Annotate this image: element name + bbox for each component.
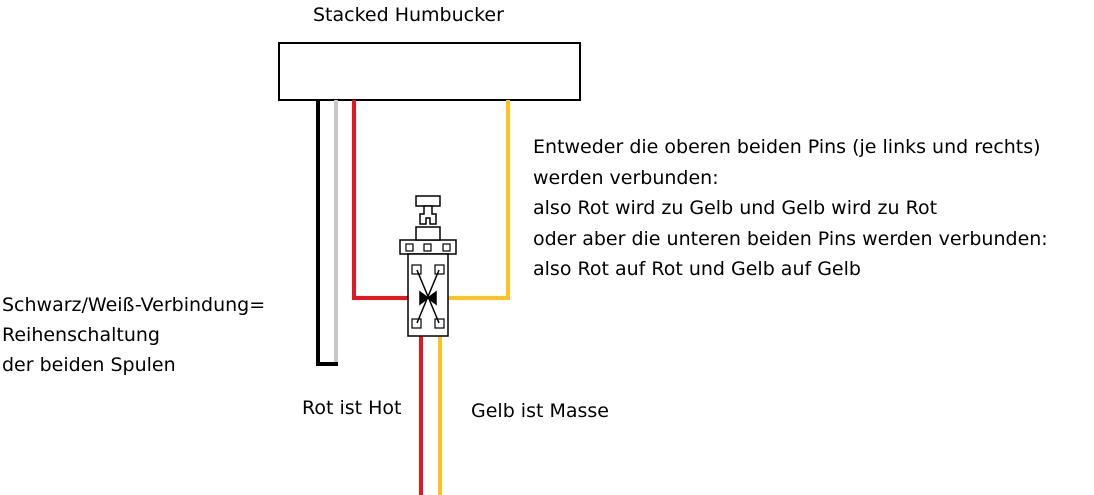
red-wire-pickup xyxy=(352,100,418,300)
note-line: also Rot auf Rot und Gelb auf Gelb xyxy=(533,258,861,280)
black-wire xyxy=(316,100,338,366)
humbucker-body xyxy=(278,42,581,101)
lug-bottom-right xyxy=(434,318,445,329)
series-label-line: Schwarz/Weiß-Verbindung= xyxy=(2,294,266,316)
switching-note: Entweder die oberen beiden Pins (je link… xyxy=(533,132,1048,285)
lug-top-left xyxy=(411,264,422,275)
bushing-pins xyxy=(405,243,451,252)
switch-nut xyxy=(415,226,441,241)
lug-top-right xyxy=(434,264,445,275)
note-line: werden verbunden: xyxy=(533,166,719,189)
switch-shaft xyxy=(419,205,437,225)
switch-lugs xyxy=(411,264,445,329)
switch-cross-wiring xyxy=(416,269,440,324)
push-pull-switch xyxy=(399,195,457,337)
ground-label: Gelb ist Masse xyxy=(471,400,609,422)
series-label-line: Reihenschaltung xyxy=(2,324,160,346)
hot-label: Rot ist Hot xyxy=(302,397,402,419)
note-line: oder aber die unteren beiden Pins werden… xyxy=(533,227,1048,250)
note-line: Entweder die oberen beiden Pins (je link… xyxy=(533,136,1041,158)
series-connection-label: Schwarz/Weiß-Verbindung= Reihenschaltung… xyxy=(2,290,265,380)
yellow-wire-pickup xyxy=(444,100,510,300)
note-line: also Rot wird zu Gelb und Gelb wird zu R… xyxy=(533,197,938,219)
switch-knob-cap xyxy=(415,195,441,207)
diagram-title: Stacked Humbucker xyxy=(313,4,504,26)
lug-bottom-left xyxy=(411,318,422,329)
series-label-line: der beiden Spulen xyxy=(2,354,176,376)
